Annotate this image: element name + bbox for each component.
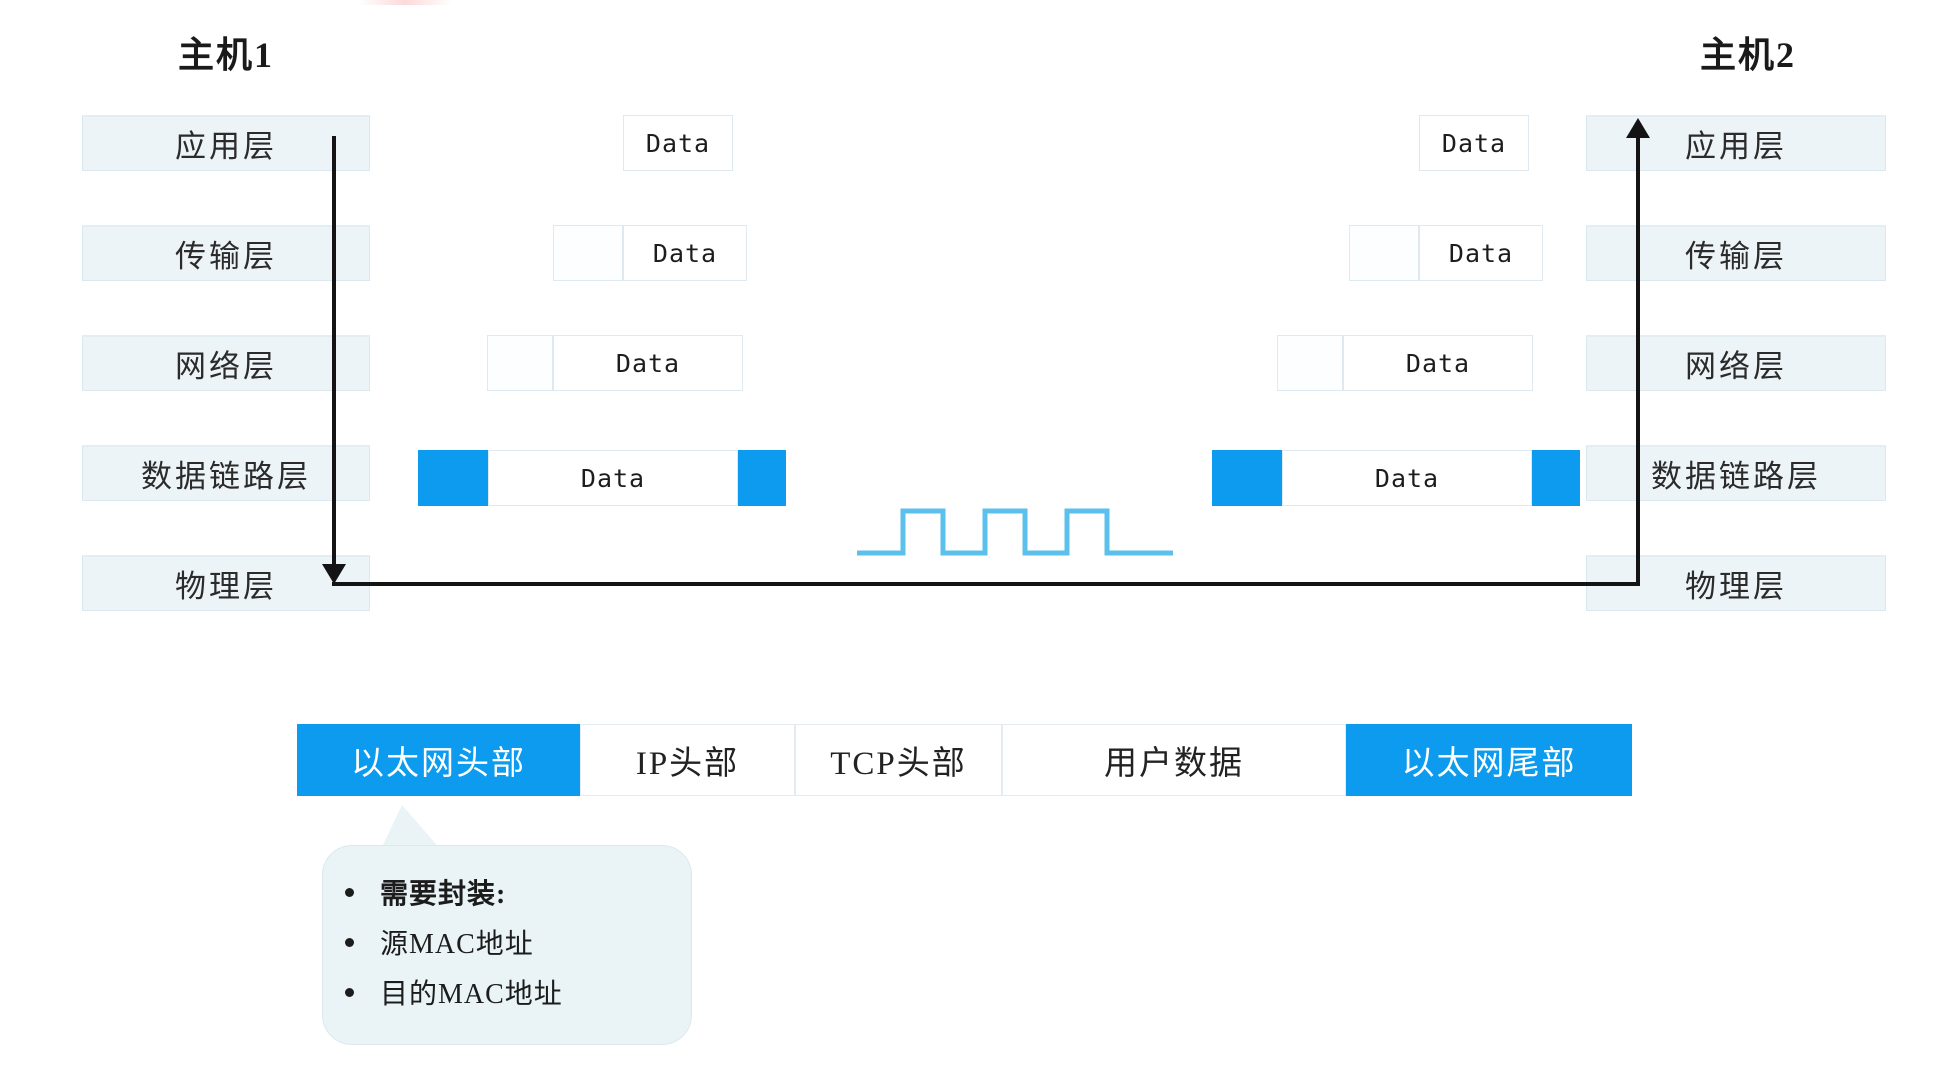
physical-medium-line [332, 582, 1640, 586]
right-layer-datalink[interactable]: 数据链路层 [1586, 445, 1886, 501]
left-pdu-transport: Data [553, 225, 747, 281]
encap-seg-ip-header[interactable]: IP头部 [580, 724, 795, 796]
left-pdu-network: Data [487, 335, 743, 391]
left-pdu-datalink: Data [418, 450, 786, 506]
right-pdu-network: Data [1277, 335, 1533, 391]
callout-bullet-0: 需要封装: [345, 872, 665, 912]
right-pdu-datalink-ethernet-header [1212, 450, 1282, 506]
host1-title: 主机1 [178, 35, 275, 75]
top-artifact [358, 0, 452, 5]
encap-seg-ethernet-header[interactable]: 以太网头部 [297, 724, 580, 796]
left-layer-network[interactable]: 网络层 [82, 335, 370, 391]
left-pdu-network-data: Data [553, 335, 743, 391]
encapsulation-down-line [332, 136, 336, 578]
left-pdu-datalink-data: Data [488, 450, 738, 506]
callout-bullet-1-text: 源MAC地址 [380, 929, 534, 960]
right-pdu-network-header [1277, 335, 1343, 391]
right-layer-transport[interactable]: 传输层 [1586, 225, 1886, 281]
right-pdu-application-data: Data [1419, 115, 1529, 171]
host2-title: 主机2 [1700, 35, 1797, 75]
bullet-dot-icon [345, 887, 354, 897]
left-layer-application[interactable]: 应用层 [82, 115, 370, 171]
callout-bullet-0-text: 需要封装: [380, 879, 507, 910]
left-layer-datalink[interactable]: 数据链路层 [82, 445, 370, 501]
left-pdu-transport-header [553, 225, 623, 281]
callout-bullet-2: 目的MAC地址 [345, 972, 665, 1012]
left-pdu-datalink-ethernet-trailer [738, 450, 786, 506]
right-pdu-network-data: Data [1343, 335, 1533, 391]
right-pdu-transport: Data [1349, 225, 1543, 281]
encapsulation-down-arrowhead [322, 564, 346, 584]
left-layer-transport[interactable]: 传输层 [82, 225, 370, 281]
right-pdu-datalink-data: Data [1282, 450, 1532, 506]
waveform-svg [857, 508, 1173, 556]
right-pdu-transport-data: Data [1419, 225, 1543, 281]
right-pdu-datalink: Data [1212, 450, 1580, 506]
left-pdu-datalink-ethernet-header [418, 450, 488, 506]
decapsulation-up-arrowhead [1626, 118, 1650, 138]
right-pdu-application: Data [1419, 115, 1529, 171]
right-pdu-transport-header [1349, 225, 1419, 281]
encap-seg-tcp-header[interactable]: TCP头部 [795, 724, 1002, 796]
left-pdu-application: Data [623, 115, 733, 171]
decapsulation-up-line [1636, 138, 1640, 584]
right-layer-network[interactable]: 网络层 [1586, 335, 1886, 391]
encap-seg-user-data[interactable]: 用户数据 [1002, 724, 1346, 796]
left-pdu-application-data: Data [623, 115, 733, 171]
digital-signal-waveform [855, 495, 1175, 570]
callout-bubble: 需要封装: 源MAC地址 目的MAC地址 [322, 845, 692, 1045]
bullet-dot-icon [345, 987, 354, 997]
bullet-dot-icon [345, 937, 354, 947]
right-pdu-datalink-ethernet-trailer [1532, 450, 1580, 506]
right-layer-application[interactable]: 应用层 [1586, 115, 1886, 171]
encap-seg-ethernet-trailer[interactable]: 以太网尾部 [1346, 724, 1632, 796]
callout-bullet-2-text: 目的MAC地址 [380, 979, 563, 1010]
callout-tail [380, 805, 442, 851]
left-pdu-transport-data: Data [623, 225, 747, 281]
left-pdu-network-header [487, 335, 553, 391]
callout-bullet-1: 源MAC地址 [345, 922, 665, 962]
encapsulation-bar: 以太网头部 IP头部 TCP头部 用户数据 以太网尾部 [297, 724, 1632, 796]
